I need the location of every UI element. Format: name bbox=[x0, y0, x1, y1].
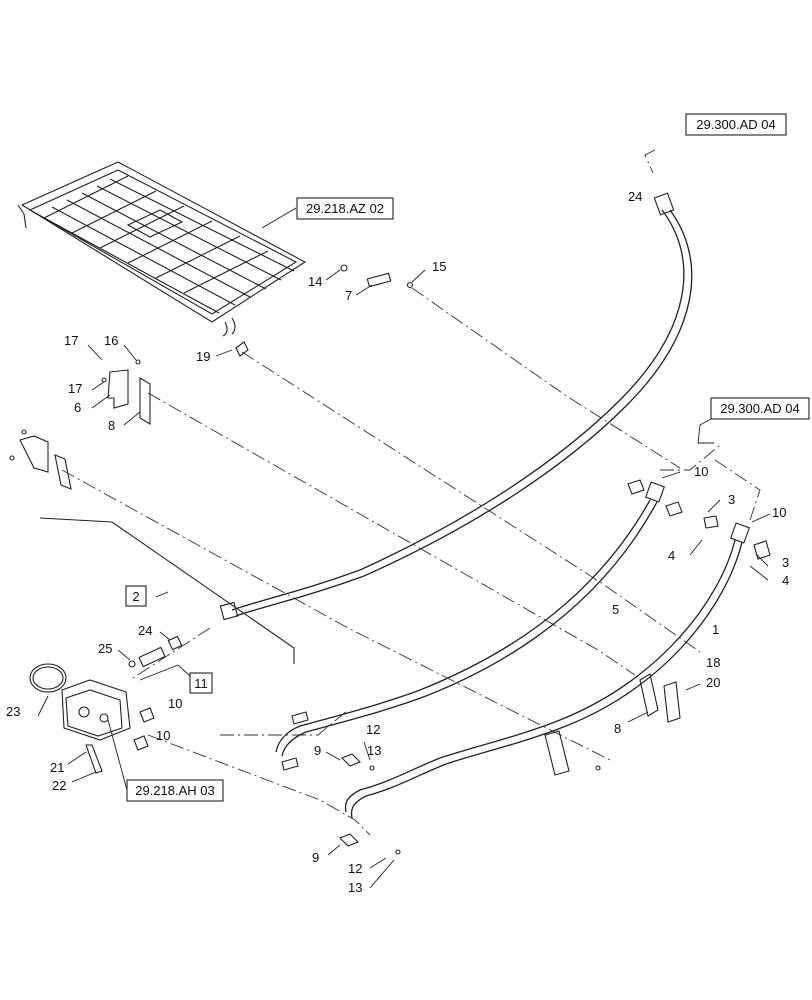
bracket-8-right bbox=[627, 673, 701, 723]
callout-14[interactable]: 14 bbox=[308, 274, 322, 289]
bracket-6 bbox=[87, 344, 151, 426]
screen-grille bbox=[17, 161, 307, 337]
callout-5[interactable]: 5 bbox=[612, 602, 619, 617]
hose-upper-line bbox=[275, 481, 666, 757]
callout-12b[interactable]: 12 bbox=[348, 861, 362, 876]
center-lines bbox=[61, 149, 761, 836]
tube-ends-left bbox=[133, 707, 309, 771]
clamps-middle bbox=[325, 741, 401, 889]
ref-ad04-mid-label: 29.300.AD 04 bbox=[720, 401, 800, 416]
ref-az02-label: 29.218.AZ 02 bbox=[306, 201, 384, 216]
hose-lower-line bbox=[344, 522, 751, 819]
callouts: 24 14 15 7 17 16 17 6 8 19 10 3 10 4 3 4… bbox=[6, 189, 789, 895]
callout-4b[interactable]: 4 bbox=[782, 573, 789, 588]
callout-7[interactable]: 7 bbox=[345, 288, 352, 303]
ref-box-ad04-top[interactable]: 29.300.AD 04 bbox=[685, 113, 787, 136]
part-2-line bbox=[39, 517, 295, 664]
callout-8-left[interactable]: 8 bbox=[108, 418, 115, 433]
callout-10a[interactable]: 10 bbox=[168, 696, 182, 711]
pump-assembly bbox=[29, 663, 131, 783]
callout-6[interactable]: 6 bbox=[74, 400, 81, 415]
bracket-left bbox=[9, 429, 72, 490]
callout-17a[interactable]: 17 bbox=[64, 333, 78, 348]
callout-15[interactable]: 15 bbox=[432, 259, 446, 274]
callout-22[interactable]: 22 bbox=[52, 778, 66, 793]
callout-9b[interactable]: 9 bbox=[312, 850, 319, 865]
callout-10-top[interactable]: 10 bbox=[694, 464, 708, 479]
hose-5 bbox=[219, 192, 693, 621]
clip-19 bbox=[215, 341, 249, 357]
fitting-7 bbox=[325, 264, 426, 296]
right-hardware bbox=[627, 471, 771, 581]
ref-box-ah03[interactable]: 29.218.AH 03 bbox=[126, 779, 224, 802]
clamps-right-lower bbox=[544, 730, 601, 776]
callout-12a[interactable]: 12 bbox=[366, 722, 380, 737]
callout-11-box[interactable]: 11 bbox=[189, 672, 213, 694]
callout-24-mid[interactable]: 24 bbox=[138, 623, 152, 638]
callout-24-top[interactable]: 24 bbox=[628, 189, 642, 204]
callout-18[interactable]: 18 bbox=[706, 655, 720, 670]
callout-3a[interactable]: 3 bbox=[728, 492, 735, 507]
callout-19[interactable]: 19 bbox=[196, 349, 210, 364]
callout-1[interactable]: 1 bbox=[712, 622, 719, 637]
callout-16[interactable]: 16 bbox=[104, 333, 118, 348]
callout-2-box[interactable]: 2 bbox=[125, 585, 147, 607]
fitting-25 bbox=[117, 631, 191, 681]
callout-4a[interactable]: 4 bbox=[668, 548, 675, 563]
callout-3b[interactable]: 3 bbox=[782, 555, 789, 570]
callout-11-label: 11 bbox=[194, 676, 208, 691]
callout-17b[interactable]: 17 bbox=[68, 381, 82, 396]
ref-ah03-label: 29.218.AH 03 bbox=[135, 783, 215, 798]
ref-box-ad04-mid[interactable]: 29.300.AD 04 bbox=[710, 397, 810, 420]
callout-13b[interactable]: 13 bbox=[348, 880, 362, 895]
callout-23[interactable]: 23 bbox=[6, 704, 20, 719]
callout-9a[interactable]: 9 bbox=[314, 743, 321, 758]
ref-ad04-top-label: 29.300.AD 04 bbox=[696, 117, 776, 132]
callout-8-right[interactable]: 8 bbox=[614, 721, 621, 736]
callout-10-right[interactable]: 10 bbox=[772, 505, 786, 520]
callout-13a[interactable]: 13 bbox=[367, 743, 381, 758]
ref-box-az02[interactable]: 29.218.AZ 02 bbox=[296, 197, 394, 220]
callout-25[interactable]: 25 bbox=[98, 641, 112, 656]
callout-20[interactable]: 20 bbox=[706, 675, 720, 690]
callout-2-label: 2 bbox=[132, 589, 139, 604]
callout-10b[interactable]: 10 bbox=[156, 728, 170, 743]
callout-21[interactable]: 21 bbox=[50, 760, 64, 775]
